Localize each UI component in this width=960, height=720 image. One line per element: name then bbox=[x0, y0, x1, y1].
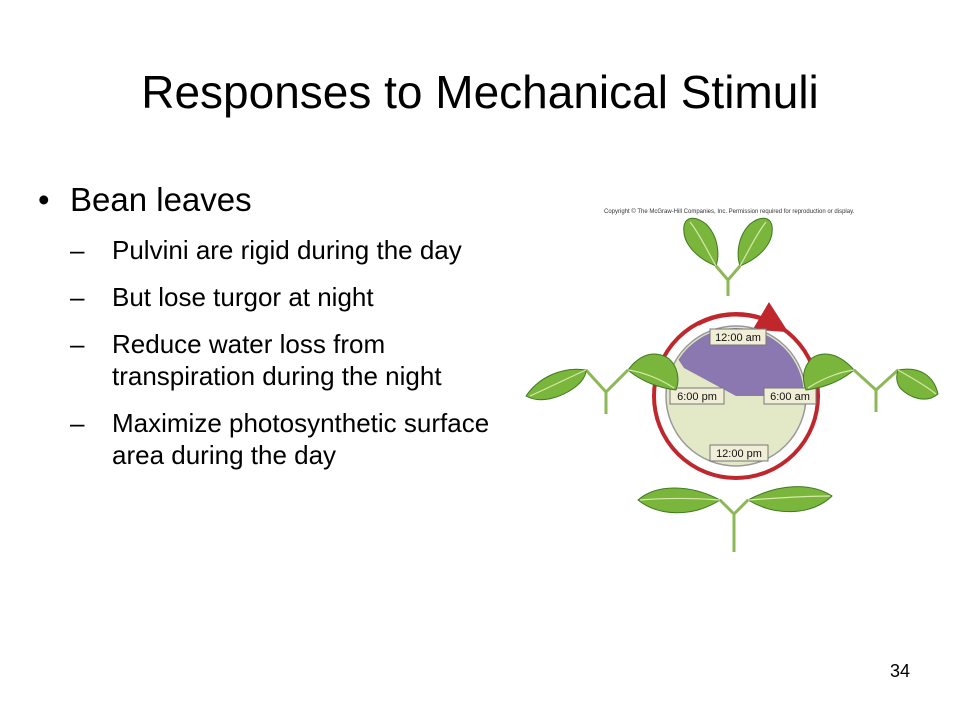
clock-label-left-text: 6:00 pm bbox=[677, 391, 717, 403]
clock-label-left: 6:00 pm bbox=[669, 387, 725, 405]
clock-label-top-text: 12:00 am bbox=[715, 332, 761, 344]
clock-direction-arrow bbox=[697, 302, 789, 333]
dash-marker: – bbox=[70, 282, 85, 312]
bean-plant-top-icon bbox=[683, 217, 773, 296]
bean-plant-left-icon bbox=[525, 353, 679, 414]
copyright-notice: Copyright © The McGraw-Hill Companies, I… bbox=[604, 208, 855, 215]
dash-marker: – bbox=[70, 408, 85, 438]
clock-label-top: 12:00 am bbox=[709, 328, 767, 346]
sub-bullet-item: –Maximize photosynthetic surface area du… bbox=[70, 407, 518, 471]
bullet-item-bean-leaves: • Bean leaves –Pulvini are rigid during … bbox=[38, 178, 518, 471]
bullet-marker: • bbox=[38, 181, 50, 218]
sub-bullet-text: Pulvini are rigid during the day bbox=[112, 235, 462, 265]
bean-plant-right-icon bbox=[803, 353, 939, 412]
sub-bullet-item: –But lose turgor at night bbox=[70, 281, 518, 313]
bean-plant-bottom-icon bbox=[637, 486, 833, 552]
sub-bullet-item: –Pulvini are rigid during the day bbox=[70, 234, 518, 266]
clock-label-bottom-text: 12:00 pm bbox=[716, 448, 762, 460]
sub-bullet-text: But lose turgor at night bbox=[112, 282, 374, 312]
dash-marker: – bbox=[70, 329, 85, 359]
clock-label-bottom: 12:00 pm bbox=[709, 444, 769, 462]
dash-marker: – bbox=[70, 235, 85, 265]
clock-label-right: 6:00 am bbox=[763, 387, 817, 405]
sub-bullet-text: Maximize photosynthetic surface area dur… bbox=[112, 408, 490, 470]
clock-label-right-text: 6:00 am bbox=[770, 391, 810, 403]
sub-bullet-list: –Pulvini are rigid during the day –But l… bbox=[70, 234, 518, 471]
slide-number: 34 bbox=[889, 661, 911, 681]
sub-bullet-text: Reduce water loss from transpiration dur… bbox=[112, 329, 442, 391]
slide-title: Responses to Mechanical Stimuli bbox=[141, 66, 819, 118]
bullet-list: • Bean leaves –Pulvini are rigid during … bbox=[38, 178, 518, 486]
bullet-text: Bean leaves bbox=[70, 181, 252, 218]
sub-bullet-item: –Reduce water loss from transpiration du… bbox=[70, 328, 518, 392]
leaf-movement-diagram: Copyright © The McGraw-Hill Companies, I… bbox=[525, 208, 939, 552]
